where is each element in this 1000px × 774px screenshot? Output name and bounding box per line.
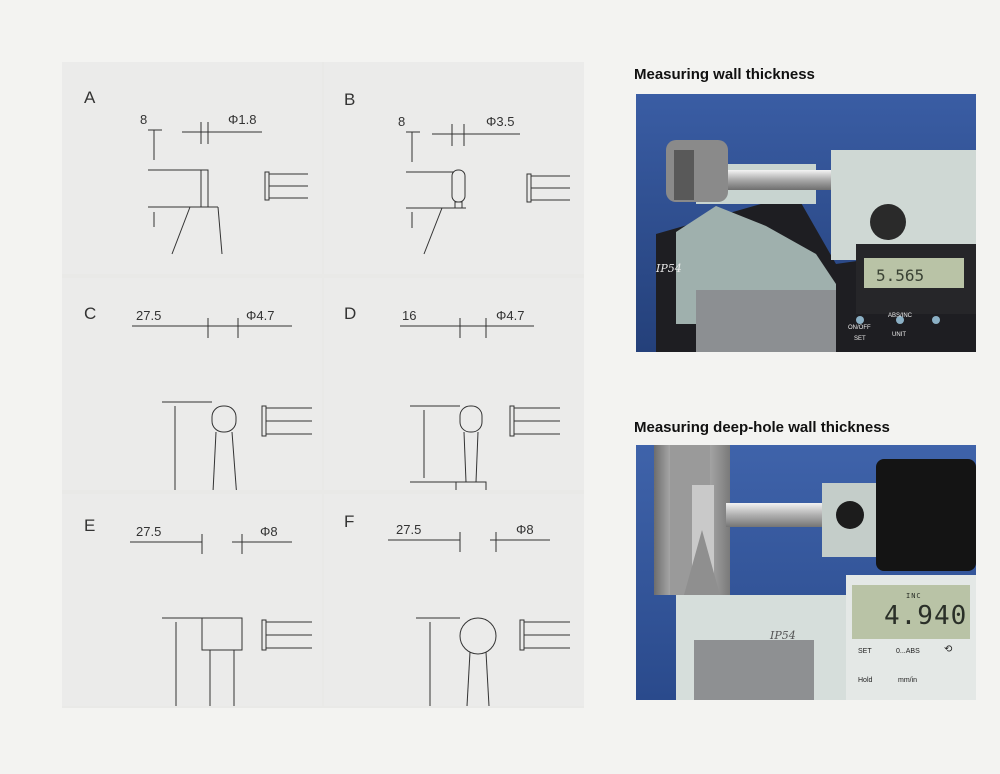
panel-letter: D — [344, 304, 357, 323]
panel-c: C 27.5 Φ4.7 — [62, 278, 322, 490]
lcd-value: 4.940 — [884, 601, 968, 631]
button-label-hold: Hold — [858, 677, 873, 684]
ip-rating-label: IP54 — [770, 629, 796, 642]
panel-d: D 16 Φ4.7 — [324, 278, 584, 490]
ip-rating-label: IP54 — [656, 262, 682, 275]
photo-title: Measuring wall thickness — [634, 66, 815, 83]
anvil-a-drawing — [148, 122, 308, 255]
button-label-set: SET — [854, 336, 866, 342]
panel-letter: A — [84, 88, 96, 107]
svg-text:5.565: 5.565 — [876, 266, 924, 285]
panel-b: B 8 Φ3.5 — [324, 62, 584, 274]
dim-length-label: 8 — [140, 112, 148, 127]
anvil-f-drawing — [388, 532, 570, 706]
dim-length-label: 27.5 — [396, 522, 422, 537]
lcd-mode-label: INC — [906, 592, 922, 600]
panel-letter: E — [84, 516, 96, 535]
anvil-e-drawing — [130, 534, 312, 706]
button-label-on-off: ON/OFF — [848, 325, 871, 331]
micrometer-illustration — [636, 445, 976, 700]
dim-diameter-label: Φ1.8 — [228, 112, 257, 127]
zero-abs-icon: ⟲ — [944, 644, 953, 655]
button-label-zero-abs: 0...ABS — [896, 648, 920, 655]
deep-hole-photo: INC 4.940 IP54 SET 0...ABS Hold mm/in ⟲ — [636, 445, 976, 700]
button-label-set: SET — [858, 648, 872, 655]
anvil-d-drawing — [400, 318, 560, 490]
panel-letter: B — [344, 90, 356, 109]
panel-f: F 27.5 Φ8 — [324, 494, 584, 706]
panel-e: E 27.5 Φ8 — [62, 494, 322, 706]
anvil-drawings-grid: A 8 Φ1.8 — [62, 62, 584, 708]
dim-diameter-label: Φ4.7 — [496, 308, 525, 323]
dim-length-label: 27.5 — [136, 524, 162, 539]
anvil-c-drawing — [132, 318, 312, 490]
button-label-unit: UNIT — [892, 332, 906, 338]
panel-a: A 8 Φ1.8 — [62, 62, 322, 274]
photo-title: Measuring deep-hole wall thickness — [634, 419, 890, 436]
dim-diameter-label: Φ3.5 — [486, 114, 515, 129]
panel-letter: F — [344, 512, 355, 531]
dim-diameter-label: Φ4.7 — [246, 308, 275, 323]
dim-diameter-label: Φ8 — [516, 522, 534, 537]
dim-length-label: 27.5 — [136, 308, 162, 323]
anvil-b-drawing — [406, 124, 570, 255]
micrometer-illustration: 5.565 — [636, 94, 976, 352]
dim-diameter-label: Φ8 — [260, 524, 278, 539]
dim-length-label: 8 — [398, 114, 406, 129]
button-label-mm-in: mm/in — [898, 677, 918, 684]
dim-length-label: 16 — [402, 308, 417, 323]
wall-thickness-photo: 5.565 IP54 ON/OFF SET ABS/INC UNIT — [636, 94, 976, 352]
button-label-abs-inc: ABS/INC — [888, 313, 913, 319]
panel-letter: C — [84, 304, 97, 323]
